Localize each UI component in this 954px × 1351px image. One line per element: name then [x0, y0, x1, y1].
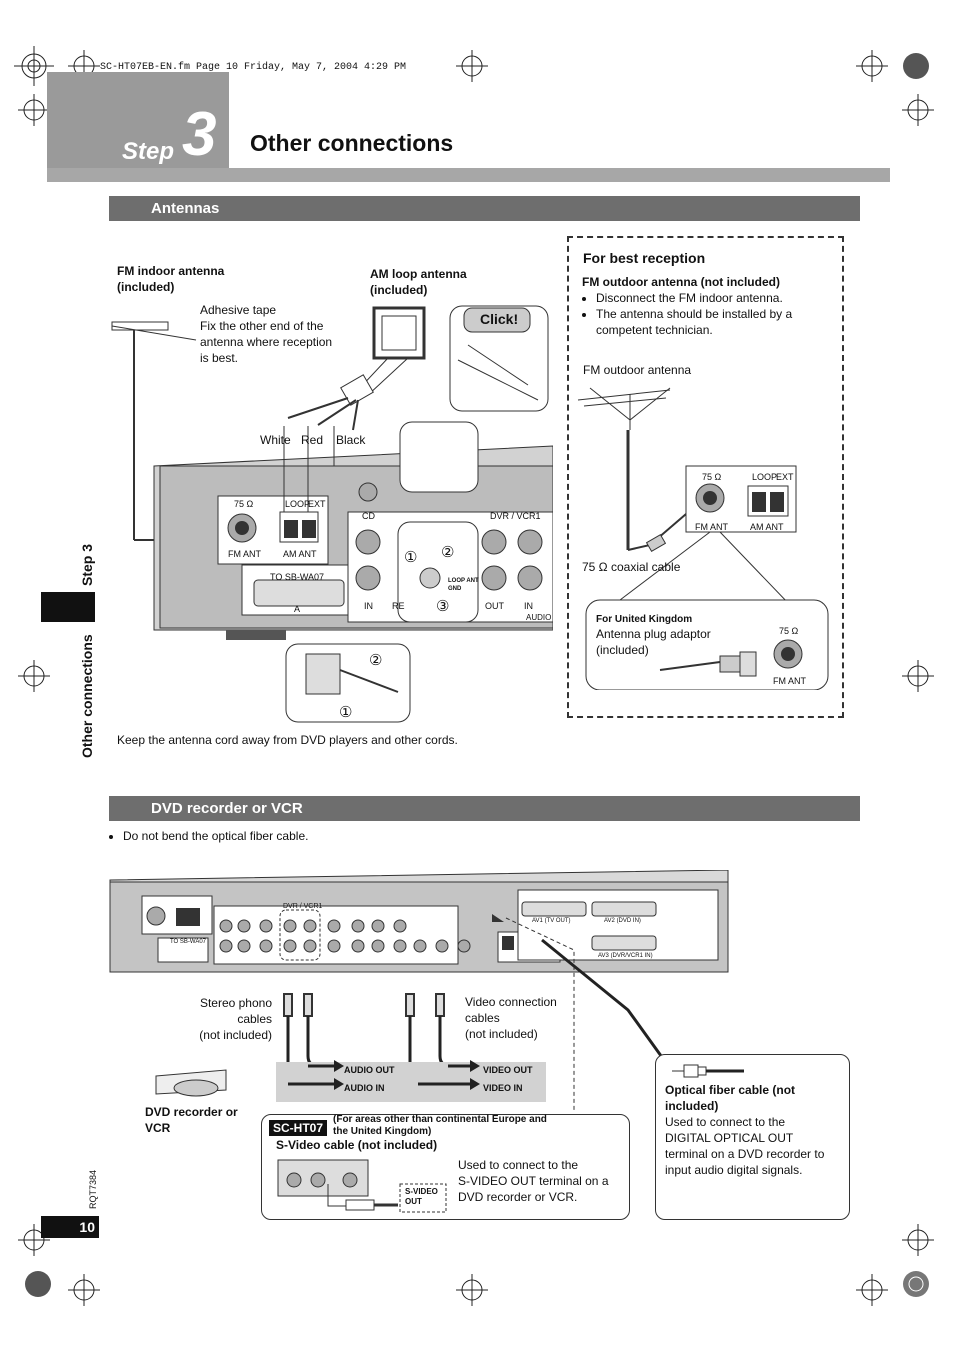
- video-out-label: VIDEO OUT: [483, 1065, 533, 1075]
- dvd-rear-av2: AV2 (DVD IN): [604, 918, 641, 924]
- audio-out-label: AUDIO OUT: [344, 1065, 395, 1075]
- outdoor-ohm: 75 Ω: [702, 472, 722, 482]
- step-marker-2: ②: [441, 544, 455, 561]
- wire-white: White: [260, 433, 291, 447]
- fm-indoor-label: FM indoor antenna (included): [117, 264, 225, 294]
- fm-outdoor-bullets: Disconnect the FM indoor antenna. The an…: [582, 290, 836, 338]
- side-tab-step: Step 3: [79, 543, 95, 586]
- stereo-cables-label: Stereo phono cables (not included): [199, 996, 272, 1042]
- step-block: [47, 72, 229, 182]
- step-marker-1: ①: [404, 549, 418, 566]
- bullet-item: Disconnect the FM indoor antenna.: [596, 290, 836, 306]
- model-badge: SC-HT07: [269, 1120, 328, 1136]
- document-code: RQT7384: [88, 1169, 98, 1209]
- outdoor-fm-ant: FM ANT: [695, 522, 728, 532]
- side-tab: [41, 592, 95, 622]
- panel-cd: CD: [362, 511, 375, 521]
- panel-ohm: 75 Ω: [234, 499, 254, 509]
- click-label: Click!: [480, 311, 519, 327]
- step-number: 3: [182, 100, 217, 169]
- panel-audio: AUDIO: [526, 613, 552, 622]
- am-loop-label: AM loop antenna (included): [370, 267, 467, 297]
- wire-black: Black: [336, 433, 366, 447]
- areas-note: (For areas other than continental Europe…: [333, 1114, 547, 1137]
- dvd-rear-dvr-vcr1: DVR / VCR1: [283, 903, 323, 910]
- side-tab-section: Other connections: [79, 634, 95, 758]
- page-title: Other connections: [250, 130, 454, 156]
- coax-label: 75 Ω coaxial cable: [582, 560, 681, 574]
- step-marker-2b: ②: [369, 652, 383, 669]
- uk-ohm: 75 Ω: [779, 626, 799, 636]
- step-marker-1b: ①: [339, 704, 353, 721]
- optical-title: Optical fiber cable (not included): [665, 1083, 796, 1113]
- uk-fm-ant: FM ANT: [773, 676, 806, 686]
- bullet-item: The antenna should be installed by a com…: [596, 306, 836, 338]
- optical-plug-icon: [672, 1064, 744, 1078]
- dvd-rear-av3: AV3 (DVR/VCR1 IN): [598, 953, 653, 959]
- section-heading-dvd: DVD recorder or VCR: [109, 796, 860, 821]
- optical-note: Used to connect to the DIGITAL OPTICAL O…: [665, 1115, 825, 1177]
- file-header: SC-HT07EB-EN.fm Page 10 Friday, May 7, 2…: [100, 62, 407, 73]
- step-label: Step: [122, 138, 175, 165]
- panel-a: A: [294, 604, 301, 614]
- adhesive-tape-label: Adhesive tape: [200, 303, 277, 317]
- dvd-recorder-label: DVD recorder or VCR: [145, 1105, 238, 1135]
- outdoor-am-ant: AM ANT: [750, 522, 784, 532]
- adhesive-note: Fix the other end of the antenna where r…: [200, 319, 333, 365]
- dvd-rear-av1: AV1 (TV OUT): [532, 918, 571, 924]
- dvd-connection-diagram: [109, 870, 729, 1110]
- panel-re: RE: [392, 601, 405, 611]
- panel-in2: IN: [524, 601, 533, 611]
- keep-away-note: Keep the antenna cord away from DVD play…: [117, 733, 458, 747]
- step-marker-3: ③: [436, 598, 450, 615]
- page-number: 10: [41, 1216, 99, 1238]
- best-reception-title: For best reception: [583, 250, 706, 266]
- panel-loop: LOOP: [285, 499, 311, 509]
- panel-out: OUT: [485, 601, 504, 611]
- antenna-connection-diagram: [111, 305, 553, 723]
- audio-in-label: AUDIO IN: [344, 1083, 385, 1093]
- section-heading-antennas: Antennas: [109, 196, 860, 221]
- panel-to-sb: TO SB-WA07: [270, 572, 325, 582]
- bullet-item: Do not bend the optical fiber cable.: [123, 828, 523, 844]
- dvd-rear-to-sb: TO SB-WA07: [170, 939, 207, 945]
- fm-outdoor-title: FM outdoor antenna (not included): [582, 275, 780, 289]
- best-reception-box: [567, 236, 844, 718]
- panel-fm-ant: FM ANT: [228, 549, 261, 559]
- panel-in: IN: [364, 601, 373, 611]
- outdoor-ext: EXT: [776, 472, 794, 482]
- svideo-out-label: S-VIDEO OUT: [405, 1187, 438, 1206]
- header-band: [47, 168, 890, 182]
- panel-dvr-vcr1: DVR / VCR1: [490, 511, 541, 521]
- outdoor-antenna-diagram: [577, 387, 829, 690]
- panel-ext: EXT: [308, 499, 326, 509]
- svideo-note: Used to connect to the S-VIDEO OUT termi…: [458, 1158, 609, 1204]
- outdoor-loop: LOOP: [752, 472, 778, 482]
- svideo-title: S-Video cable (not included): [276, 1138, 438, 1152]
- optical-box: [655, 1054, 850, 1220]
- fm-outdoor-antenna-label: FM outdoor antenna: [583, 363, 692, 377]
- video-in-label: VIDEO IN: [483, 1083, 523, 1093]
- panel-am-ant: AM ANT: [283, 549, 317, 559]
- wire-red: Red: [301, 433, 324, 447]
- dvd-bullets: Do not bend the optical fiber cable.: [109, 828, 523, 844]
- video-cables-label: Video connection cables (not included): [465, 995, 557, 1041]
- panel-loop-ant-gnd: LOOP ANT GND: [448, 578, 479, 592]
- svideo-diagram: [277, 1159, 447, 1213]
- uk-title: For United Kingdom: [596, 614, 693, 625]
- adaptor-label: Antenna plug adaptor (included): [596, 627, 711, 657]
